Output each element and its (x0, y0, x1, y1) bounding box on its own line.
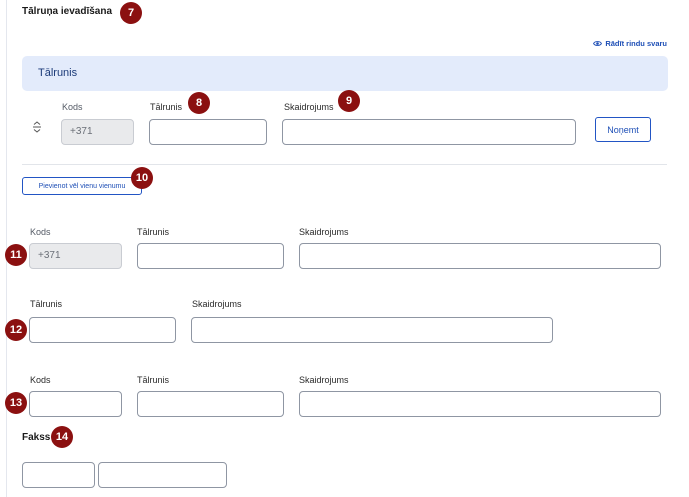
example-c-description-input[interactable] (299, 391, 661, 417)
example-a-description-input[interactable] (299, 243, 661, 269)
example-b-description-label: Skaidrojums (192, 299, 242, 309)
example-c-code-input[interactable] (29, 391, 122, 417)
divider (22, 164, 667, 165)
example-a-description-label: Skaidrojums (299, 227, 349, 237)
example-c-description-label: Skaidrojums (299, 375, 349, 385)
annotation-badge-12: 12 (5, 319, 27, 341)
annotation-badge-14: 14 (51, 426, 73, 448)
description-input[interactable] (282, 119, 576, 145)
example-c-phone-label: Tālrunis (137, 375, 170, 385)
annotation-badge-13: 13 (5, 392, 27, 414)
remove-button[interactable]: Noņemt (595, 117, 651, 142)
show-row-weight-link[interactable]: Rādīt rindu svaru (593, 39, 667, 48)
example-b-phone-input[interactable] (29, 317, 176, 343)
example-a-phone-label: Tālrunis (137, 227, 170, 237)
code-input[interactable]: +371 (61, 119, 134, 145)
example-c-phone-input[interactable] (137, 391, 284, 417)
annotation-badge-9: 9 (338, 90, 360, 112)
example-b-description-input[interactable] (191, 317, 553, 343)
annotation-badge-7: 7 (120, 2, 142, 24)
add-item-button[interactable]: Pievienot vēl vienu vienumu (22, 177, 142, 195)
fax-label: Fakss (22, 432, 51, 443)
eye-icon (593, 41, 603, 46)
example-c-code-label: Kods (30, 375, 51, 385)
drag-handle-icon[interactable] (32, 121, 42, 133)
example-b-phone-label: Tālrunis (30, 299, 63, 309)
fax-code-input[interactable] (22, 462, 95, 488)
code-label: Kods (62, 102, 83, 112)
annotation-badge-11: 11 (5, 244, 27, 266)
example-a-code-input[interactable]: +371 (29, 243, 122, 269)
example-a-phone-input[interactable] (137, 243, 284, 269)
phone-label: Tālrunis (150, 102, 183, 112)
annotation-badge-8: 8 (188, 92, 210, 114)
section-title: Tālruņa ievadīšana (22, 6, 113, 17)
phone-group-title: Tālrunis (38, 67, 78, 79)
description-label: Skaidrojums (284, 102, 334, 112)
phone-group-header: Tālrunis (22, 56, 668, 91)
fax-number-input[interactable] (98, 462, 227, 488)
phone-input[interactable] (149, 119, 267, 145)
example-a-code-label: Kods (30, 227, 51, 237)
show-row-weight-label: Rādīt rindu svaru (605, 39, 667, 48)
annotation-badge-10: 10 (131, 167, 153, 189)
